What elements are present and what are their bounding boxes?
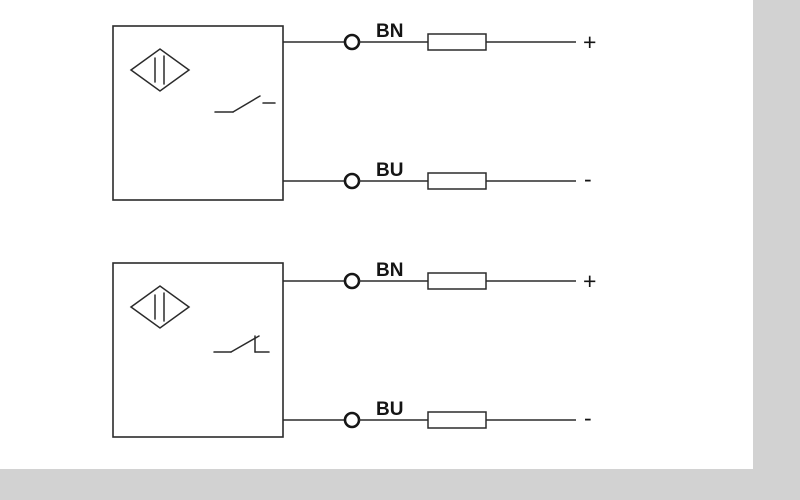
terminal-circle (343, 33, 361, 51)
terminal-plus-label: + (583, 29, 596, 55)
terminal-minus-label: - (584, 405, 592, 431)
wire-bn: BN + (283, 21, 596, 55)
terminal-circle (343, 272, 361, 290)
proximity-sensor-icon (129, 285, 191, 329)
proximity-sensor-icon (129, 48, 191, 92)
wire-label-bn: BN (376, 21, 403, 42)
sensor-1: BN + BU - (112, 21, 596, 201)
wire-label-bu: BU (376, 160, 403, 181)
normally-open-contact-icon (214, 95, 276, 113)
canvas-margin-right (753, 0, 800, 500)
wire-bu: BU - (283, 399, 592, 431)
canvas-margin-bottom (0, 469, 800, 500)
terminal-circle (343, 172, 361, 190)
inline-component-box (427, 272, 487, 290)
sensor-body (112, 25, 284, 201)
sensor-body (112, 262, 284, 438)
inline-component-box (427, 172, 487, 190)
terminal-plus-label: + (583, 268, 596, 294)
sensor-2: BN + BU - (112, 260, 596, 438)
wire-label-bu: BU (376, 399, 403, 420)
wire-bn: BN + (283, 260, 596, 294)
terminal-minus-label: - (584, 166, 592, 192)
terminal-circle (343, 411, 361, 429)
inline-component-box (427, 33, 487, 51)
inline-component-box (427, 411, 487, 429)
wire-label-bn: BN (376, 260, 403, 281)
normally-closed-contact-icon (213, 335, 270, 353)
wire-bu: BU - (283, 160, 592, 192)
